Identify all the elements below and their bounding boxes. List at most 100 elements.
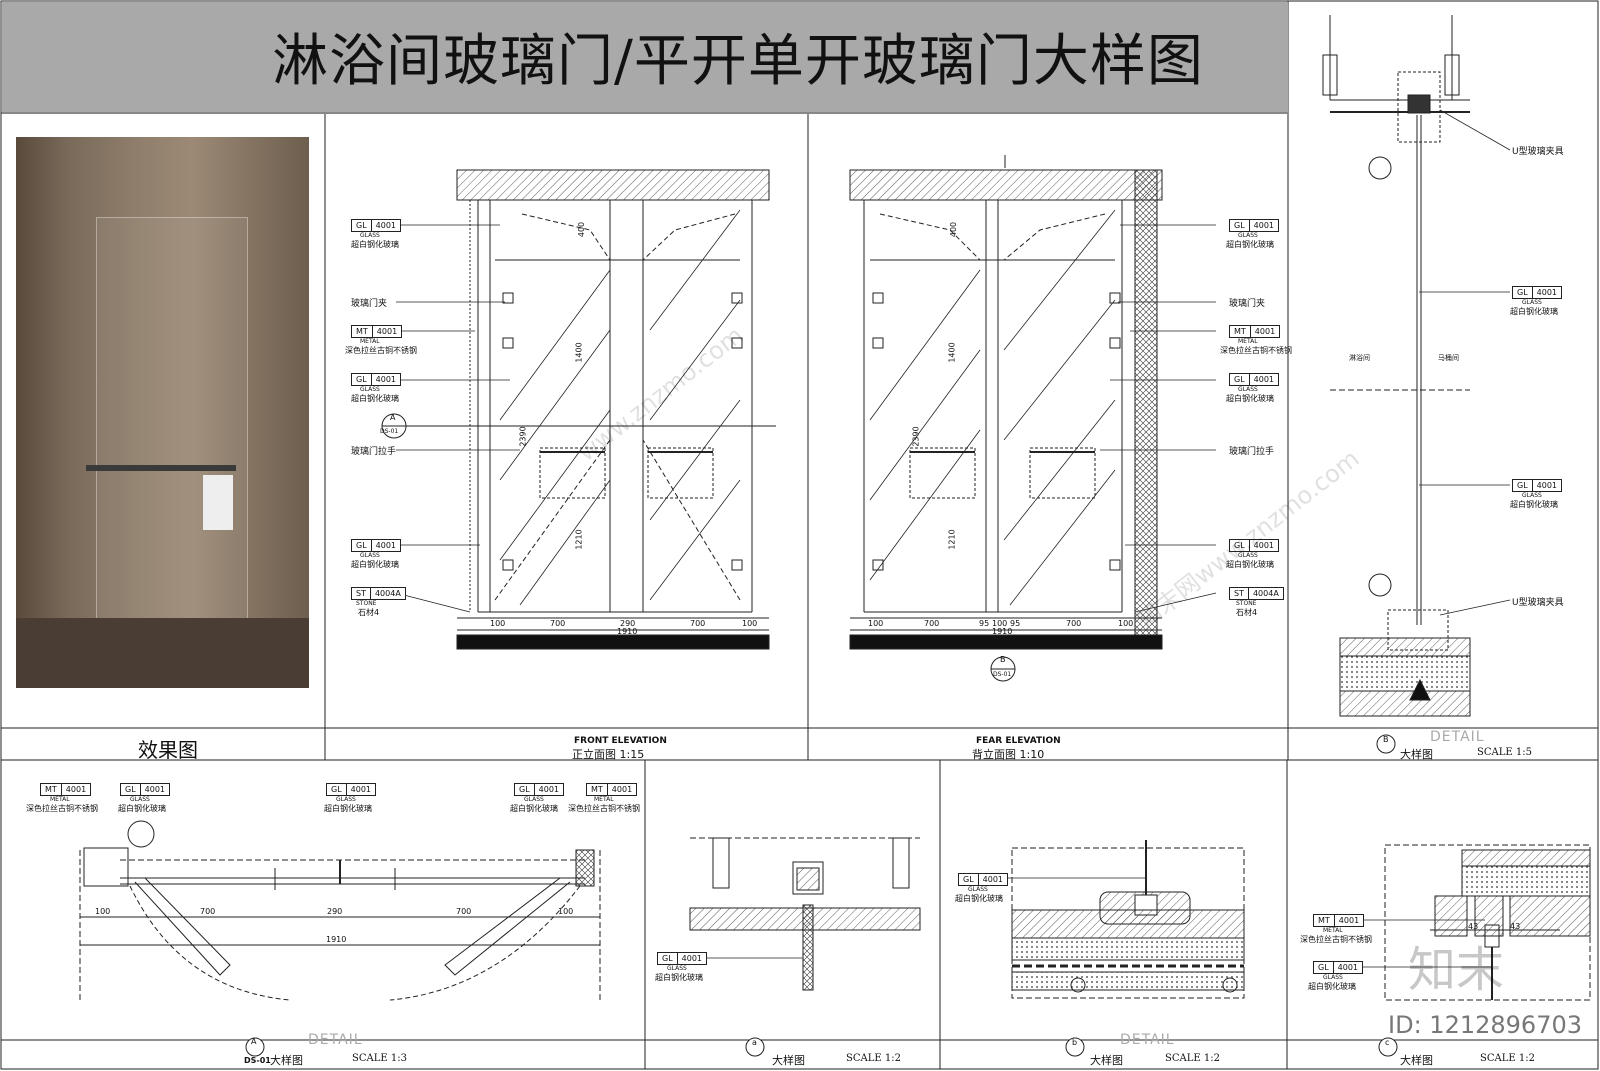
detail-b2-drawing: [1011, 840, 1245, 999]
front-dim-2390: 2390: [518, 426, 528, 447]
plan-tag-2-cn: 超白钢化玻璃: [118, 804, 166, 813]
front-section-sheet: DS-01: [380, 428, 399, 435]
plan-tag-4-en: GLASS: [524, 796, 544, 803]
section-markers: [245, 413, 1398, 1057]
front-tag-4-en: GLASS: [360, 552, 380, 559]
plan-dim-total: 1910: [326, 935, 347, 944]
plan-scale: SCALE 1:3: [352, 1053, 407, 1064]
plan-tag-3-cn: 超白钢化玻璃: [324, 804, 372, 813]
detail-b-detail-word: DETAIL: [1430, 729, 1485, 745]
detail-b-room-toilet: 马桶间: [1438, 354, 1459, 362]
front-dim-400: 400: [577, 221, 587, 238]
back-tag-2-cn: 深色拉丝古铜不锈钢: [1220, 346, 1292, 355]
back-dim-total: 1910: [992, 627, 1013, 636]
plan-dim-700-left: 700: [200, 907, 216, 916]
detail-b-callout-top: U型玻璃夹具: [1512, 147, 1564, 157]
back-callout-handle: 玻璃门拉手: [1229, 447, 1275, 457]
front-tag-4-cn: 超白钢化玻璃: [351, 560, 399, 569]
floor-render: [16, 618, 309, 688]
back-section-letter: B: [1000, 655, 1006, 664]
leader-lines: [395, 109, 1511, 968]
front-callout-clip: 玻璃门夹: [351, 299, 388, 309]
watermark-id: ID: 1212896703: [1388, 1011, 1582, 1039]
back-dim-100-left: 100: [868, 619, 884, 628]
detail-c-scale: SCALE 1:2: [1480, 1053, 1535, 1064]
detail-a-scale: SCALE 1:2: [846, 1053, 901, 1064]
detail-a-mark: a: [752, 1038, 757, 1047]
front-dim-700-left: 700: [550, 619, 566, 628]
detail-a-tag-cn: 超白钢化玻璃: [655, 973, 703, 982]
detail-c-dim-left: 43: [1468, 922, 1479, 931]
back-dim-100-mid: 100: [992, 619, 1008, 628]
detail-b-tag-2-en: GLASS: [1522, 492, 1542, 499]
towel-render: [203, 475, 233, 530]
front-dim-100-right: 100: [742, 619, 758, 628]
detail-c-tag-1-cn: 深色拉丝古铜不锈钢: [1300, 935, 1372, 944]
plan-detail-word: DETAIL: [308, 1032, 363, 1048]
front-caption-en: FRONT ELEVATION: [574, 736, 667, 746]
detail-b-callout-bottom: U型玻璃夹具: [1512, 598, 1564, 608]
back-dim-700-left: 700: [924, 619, 940, 628]
detail-b2-tag-cn: 超白钢化玻璃: [955, 894, 1003, 903]
front-tag-1-cn: 超白钢化玻璃: [351, 240, 399, 249]
back-caption-en: FEAR ELEVATION: [976, 736, 1061, 746]
front-section-letter: A: [390, 413, 396, 422]
back-tag-3-cn: 超白钢化玻璃: [1226, 394, 1274, 403]
door-handle-render: [86, 465, 236, 471]
front-tag-3-en: GLASS: [360, 386, 380, 393]
back-tag-1-en: GLASS: [1238, 232, 1258, 239]
back-dim-95-right: 95: [1010, 619, 1021, 628]
title-bar: 淋浴间玻璃门/平开单开玻璃门大样图: [2, 2, 1288, 114]
plan-a-drawing: [79, 820, 601, 1001]
front-callout-handle: 玻璃门拉手: [351, 447, 397, 457]
detail-c-tag-1-en: METAL: [1323, 927, 1343, 934]
detail-c-tag-2-en: GLASS: [1323, 974, 1343, 981]
plan-caption: 大样图: [270, 1054, 303, 1067]
plan-dim-290: 290: [327, 907, 343, 916]
front-caption-cn: 正立面图 1:15: [572, 748, 645, 761]
plan-tag-1-cn: 深色拉丝古铜不锈钢: [26, 804, 98, 813]
front-dim-total: 1910: [617, 627, 638, 636]
detail-a-caption: 大样图: [772, 1054, 805, 1067]
front-dim-1210: 1210: [574, 529, 584, 550]
front-tag-3-cn: 超白钢化玻璃: [351, 394, 399, 403]
detail-b-scale: SCALE 1:5: [1477, 747, 1532, 758]
back-tag-3-en: GLASS: [1238, 386, 1258, 393]
plan-dim-100-right: 100: [558, 907, 574, 916]
back-caption-cn: 背立面图 1:10: [972, 748, 1045, 761]
plan-dim-100-left: 100: [95, 907, 111, 916]
plan-tag-3-en: GLASS: [336, 796, 356, 803]
plan-mark-letter: A: [251, 1037, 257, 1046]
watermark-brand: 知末: [1408, 942, 1505, 998]
detail-b-tag-1-en: GLASS: [1522, 299, 1542, 306]
detail-b2-caption: 大样图: [1090, 1054, 1123, 1067]
render-image: [16, 137, 309, 688]
back-dim-100-right: 100: [1118, 619, 1134, 628]
detail-b-room-shower: 淋浴间: [1349, 354, 1370, 362]
front-tag-2-en: METAL: [360, 338, 380, 345]
back-tag-4-cn: 超白钢化玻璃: [1226, 560, 1274, 569]
plan-mark-sheet: DS-01: [244, 1056, 271, 1065]
detail-b2-scale: SCALE 1:2: [1165, 1053, 1220, 1064]
plan-tag-5-en: METAL: [594, 796, 614, 803]
back-callout-clip: 玻璃门夹: [1229, 299, 1266, 309]
front-dim-700-right: 700: [690, 619, 706, 628]
back-dim-2390: 2390: [911, 426, 921, 447]
